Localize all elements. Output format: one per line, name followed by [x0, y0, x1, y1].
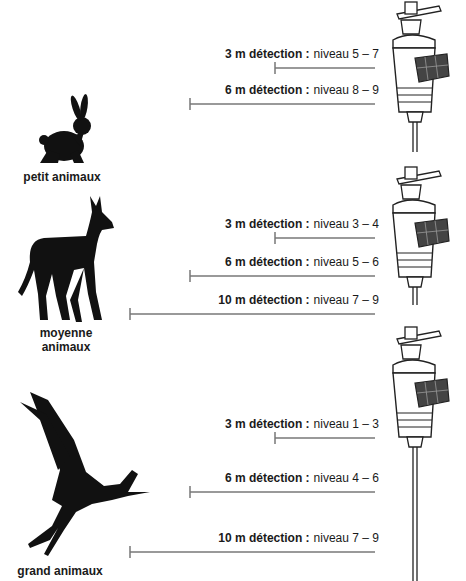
animal-label: grand animaux [5, 564, 115, 578]
sensitivity-level: niveau 3 – 4 [314, 217, 379, 231]
sensitivity-level: niveau 5 – 7 [314, 47, 379, 61]
heron [20, 392, 150, 556]
sensitivity-level: niveau 5 – 6 [314, 255, 379, 269]
range-distance: 3 m détection : [225, 417, 310, 431]
range-distance: 6 m détection : [225, 83, 310, 97]
range-distance: 6 m détection : [225, 255, 310, 269]
sensitivity-level: niveau 7 – 9 [314, 531, 379, 545]
range-text: 10 m détection : niveau 7 – 9 [218, 293, 379, 307]
range-distance: 3 m détection : [225, 217, 310, 231]
range-text: 6 m détection : niveau 5 – 6 [225, 255, 379, 269]
range-distance: 10 m détection : [218, 293, 309, 307]
range-text: 3 m détection : niveau 5 – 7 [225, 47, 379, 61]
range-distance: 6 m détection : [225, 471, 310, 485]
range-text: 6 m détection : niveau 8 – 9 [225, 83, 379, 97]
rabbit [39, 94, 91, 163]
range-text: 3 m détection : niveau 1 – 3 [225, 417, 379, 431]
sensitivity-level: niveau 1 – 3 [314, 417, 379, 431]
animal-label: moyenne animaux [26, 326, 106, 354]
range-text: 3 m détection : niveau 3 – 4 [225, 217, 379, 231]
dog [18, 196, 114, 322]
animal-label: petit animaux [7, 170, 117, 184]
range-distance: 10 m détection : [218, 531, 309, 545]
range-distance: 3 m détection : [225, 47, 310, 61]
sensitivity-level: niveau 4 – 6 [314, 471, 379, 485]
range-text: 6 m détection : niveau 4 – 6 [225, 471, 379, 485]
sensitivity-level: niveau 8 – 9 [314, 83, 379, 97]
sensitivity-level: niveau 7 – 9 [314, 293, 379, 307]
range-text: 10 m détection : niveau 7 – 9 [218, 531, 379, 545]
